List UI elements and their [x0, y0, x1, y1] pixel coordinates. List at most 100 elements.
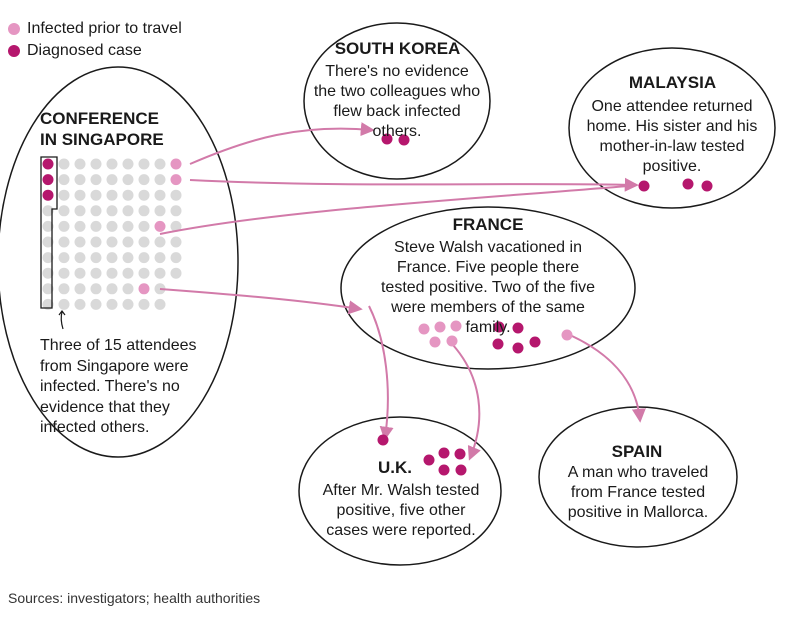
- attendee-dot: [170, 189, 182, 201]
- attendee-dot: [138, 252, 150, 264]
- attendee-dot: [74, 298, 86, 310]
- attendee-dot: [58, 236, 70, 248]
- attendee-dot: [106, 174, 118, 186]
- attendee-dot: [170, 252, 182, 264]
- attendee-dot: [122, 252, 134, 264]
- case-dot: [682, 178, 694, 190]
- case-dot: [418, 323, 430, 335]
- attendee-dot: [138, 189, 150, 201]
- case-dot: [529, 336, 541, 348]
- attendee-dot: [58, 158, 70, 170]
- case-dot: [512, 322, 524, 334]
- source-note: Sources: investigators; health authoriti…: [8, 590, 261, 606]
- attendee-dot: [122, 189, 134, 201]
- singapore-attendees-bracket: [40, 156, 58, 309]
- attendee-grid: [42, 158, 182, 310]
- attendee-dot: [90, 267, 102, 279]
- traveler-dot: [154, 220, 166, 232]
- case-dot: [454, 448, 466, 460]
- attendee-dot: [106, 252, 118, 264]
- attendee-dot: [90, 283, 102, 295]
- attendee-dot: [138, 205, 150, 217]
- uk-cases: [377, 434, 467, 476]
- attendee-dot: [122, 158, 134, 170]
- attendee-dot: [122, 220, 134, 232]
- attendee-dot: [170, 267, 182, 279]
- attendee-dot: [74, 205, 86, 217]
- case-dot: [377, 434, 389, 446]
- attendee-dot: [170, 236, 182, 248]
- attendee-dot: [58, 283, 70, 295]
- attendee-dot: [154, 189, 166, 201]
- attendee-dot: [154, 267, 166, 279]
- attendee-dot: [106, 298, 118, 310]
- attendee-dot: [74, 189, 86, 201]
- arrow-france-to-uk-2: [452, 344, 481, 461]
- infected-prior-swatch: [8, 23, 20, 35]
- case-dot: [398, 134, 410, 146]
- attendee-dot: [106, 158, 118, 170]
- arrow-singapore-to-malaysia: [189, 177, 639, 192]
- singapore-note: Three of 15 attendees from Singapore wer…: [40, 337, 197, 436]
- south-korea-cases: [381, 133, 410, 146]
- attendee-dot: [154, 236, 166, 248]
- attendee-dot: [106, 220, 118, 232]
- attendee-dot: [42, 205, 54, 217]
- attendee-dot: [90, 236, 102, 248]
- attendee-dot: [58, 220, 70, 232]
- attendee-dot: [154, 283, 166, 295]
- case-dot: [434, 321, 446, 333]
- attendee-dot: [42, 298, 54, 310]
- title-line: CONFERENCE: [40, 109, 160, 128]
- attendee-dot: [42, 267, 54, 279]
- attendee-dot: [154, 205, 166, 217]
- case-dot: [429, 336, 441, 348]
- attendee-dot: [90, 298, 102, 310]
- attendee-dot: [122, 283, 134, 295]
- singapore-title: CONFERENCE IN SINGAPORE: [40, 108, 164, 150]
- attendee-dot: [74, 220, 86, 232]
- spain-text: A man who traveled from France tested po…: [567, 464, 709, 521]
- spain-title: SPAIN: [611, 442, 663, 461]
- attendee-dot: [90, 252, 102, 264]
- france-bubble: [340, 206, 636, 370]
- case-dot: [561, 329, 573, 341]
- uk-bubble: [298, 416, 502, 566]
- attendee-dot: [90, 189, 102, 201]
- malaysia-cases: [638, 178, 713, 192]
- attendee-dot: [58, 267, 70, 279]
- attendee-dot: [170, 220, 182, 232]
- uk-text: After Mr. Walsh tested positive, five ot…: [322, 482, 480, 539]
- attendee-dot: [42, 283, 54, 295]
- infected-attendee-dot: [42, 189, 54, 201]
- attendee-dot: [58, 252, 70, 264]
- singapore-bubble: [0, 66, 239, 458]
- case-dot: [423, 454, 435, 466]
- attendee-dot: [138, 174, 150, 186]
- case-dot: [381, 133, 393, 145]
- arrow-singapore-to-malaysia-2: [159, 185, 629, 235]
- attendee-dot: [90, 158, 102, 170]
- traveler-dot: [138, 283, 150, 295]
- case-dot: [512, 342, 524, 354]
- attendee-dot: [154, 174, 166, 186]
- case-dot: [455, 464, 467, 476]
- case-dot: [493, 321, 505, 333]
- attendee-dot: [138, 158, 150, 170]
- legend-label: Diagnosed case: [27, 42, 142, 59]
- case-dot: [450, 320, 462, 332]
- attendee-dot: [74, 158, 86, 170]
- attendee-dot: [74, 283, 86, 295]
- attendee-dot: [42, 220, 54, 232]
- attendee-dot: [154, 252, 166, 264]
- attendee-dot: [138, 236, 150, 248]
- attendee-dot: [90, 174, 102, 186]
- south-korea-text: There's no evidence the two colleagues w…: [313, 63, 481, 140]
- attendee-dot: [74, 236, 86, 248]
- attendee-dot: [58, 174, 70, 186]
- south-korea-title: SOUTH KOREA: [334, 39, 461, 58]
- malaysia-title: MALAYSIA: [628, 73, 717, 92]
- case-dot: [438, 447, 450, 459]
- title-line: IN SINGAPORE: [40, 130, 164, 149]
- attendee-dot: [74, 174, 86, 186]
